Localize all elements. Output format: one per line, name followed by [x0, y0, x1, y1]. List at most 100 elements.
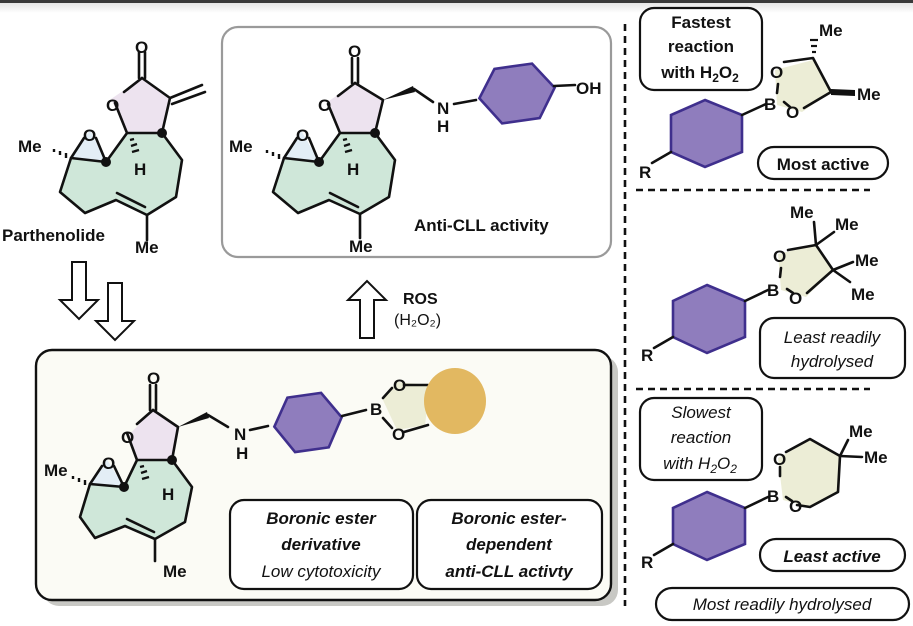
active-product-structure: O O O Me H Me N H OH Anti-CLL activity: [229, 42, 602, 256]
bond: [88, 464, 104, 486]
down-arrows: [57, 261, 137, 342]
aryl-ring: [272, 391, 344, 454]
stereo-dot: [157, 128, 167, 138]
bond: [452, 98, 478, 106]
info-box-text: derivative: [281, 535, 360, 554]
atom-label: B: [767, 487, 779, 506]
bond: [170, 90, 207, 106]
bond: [782, 100, 792, 109]
atom-label: O: [393, 376, 406, 395]
window-top-border: [0, 0, 913, 3]
lactone-ring-fill: [111, 78, 170, 133]
atom-label: H: [134, 160, 146, 179]
bond: [328, 191, 360, 209]
bond: [775, 82, 780, 95]
prodrug-info-box-1: Boronic ester derivative Low cytotoxicit…: [228, 498, 415, 591]
hashed-bond-me: [52, 149, 68, 158]
info-box-text: Boronic ester-: [451, 509, 567, 528]
hashed-bond: [810, 38, 818, 54]
atom-label: Me: [857, 85, 881, 104]
atom-label: O: [135, 38, 148, 57]
hashed-bond-h: [342, 137, 353, 154]
atom-label: Me: [229, 137, 253, 156]
atom-label: Me: [163, 562, 187, 581]
atom-label: Me: [849, 422, 873, 441]
bond: [248, 424, 270, 432]
bond: [271, 131, 397, 216]
bond: [778, 266, 783, 279]
epoxide-fill: [71, 130, 106, 162]
down-arrow-icon: [93, 282, 137, 342]
macrocycle-fill: [273, 133, 395, 214]
bond: [412, 87, 435, 104]
activity-pill: [756, 145, 890, 181]
atom-label: N: [234, 425, 246, 444]
bond: [115, 191, 147, 209]
atom-label: Me: [44, 461, 68, 480]
stereo-dot: [119, 482, 129, 492]
down-arrow-icon: [57, 261, 101, 321]
atom-label: O: [121, 428, 134, 447]
bond: [381, 386, 394, 400]
atom-label: O: [773, 247, 786, 266]
bond: [743, 288, 770, 303]
aryl-ring: [669, 98, 744, 169]
atom-label: R: [639, 163, 651, 182]
bond: [831, 268, 852, 284]
hashed-bond-me: [265, 150, 281, 159]
boronate-ring-fill: [382, 382, 430, 430]
hydrolysis-text: Least readily: [784, 328, 882, 347]
epoxide-fill: [90, 458, 124, 487]
bond: [652, 335, 675, 350]
note-text: Fastest: [671, 13, 731, 32]
bond: [58, 131, 184, 217]
bond: [340, 408, 368, 418]
atom-label: Me: [135, 238, 159, 257]
diol-placeholder-blob: [424, 368, 486, 434]
activity-text: Most active: [777, 155, 870, 174]
wedge-bond: [383, 86, 415, 100]
boronate-ring-fill: [778, 440, 840, 507]
info-box-text: dependent: [466, 535, 553, 554]
prodrug-structure: O O O Me H Me N H B O O: [44, 368, 486, 581]
reagent-detail: (H₂O₂): [394, 312, 441, 329]
atom-label: N: [437, 99, 449, 118]
bond: [743, 495, 770, 510]
bond: [785, 287, 795, 295]
atom-label: Me: [851, 285, 875, 304]
bond: [282, 136, 299, 160]
activity-pill: [758, 537, 907, 573]
stereo-dot: [314, 157, 324, 167]
hydrolysis-note-border: [758, 316, 907, 380]
bond: [69, 136, 86, 160]
atom-label: B: [370, 400, 382, 419]
lactone-ring-fill: [329, 83, 383, 133]
bond: [122, 76, 144, 94]
stereo-dot: [167, 455, 177, 465]
bond: [78, 458, 194, 541]
atom-label: R: [641, 346, 653, 365]
hydrolysis-text: hydrolysed: [791, 352, 874, 371]
stereo-dot: [101, 157, 111, 167]
atom-label: O: [348, 42, 361, 61]
note-text: Slowest: [671, 403, 732, 422]
atom-label: H: [236, 444, 248, 463]
bond: [782, 56, 833, 110]
macrocycle-fill: [80, 460, 192, 539]
atom-label: O: [786, 103, 799, 122]
atom-label: Me: [18, 137, 42, 156]
atom-label: Me: [864, 448, 888, 467]
bond: [650, 150, 673, 165]
aryl-ring: [671, 490, 747, 562]
bond: [381, 416, 394, 430]
macrocycle-fill: [60, 133, 182, 215]
bond: [168, 83, 204, 100]
boronate-ring-fill: [775, 60, 831, 112]
note-text: reaction: [668, 37, 734, 56]
info-box-text: Low cytotoxicity: [261, 562, 382, 581]
info-box-text: anti-CLL activty: [445, 562, 574, 581]
window-top-shade: [0, 3, 913, 13]
aryl-ring: [477, 62, 557, 125]
ester-2-pinacol: O O B Me Me Me Me R Least readily hydrol…: [641, 203, 907, 380]
